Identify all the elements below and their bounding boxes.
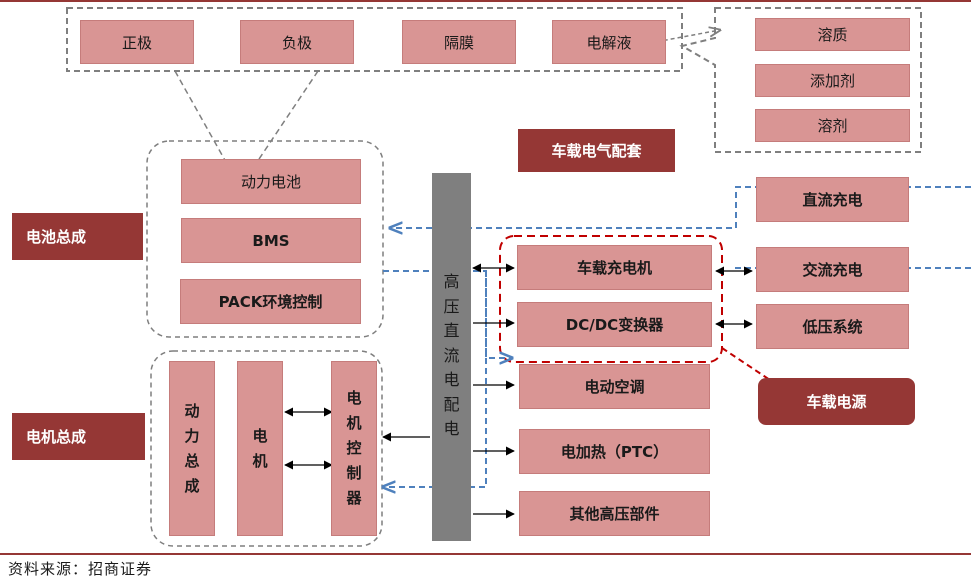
- hv-char: 电: [443, 419, 460, 438]
- pack-control-label: PACK环境控制: [218, 293, 323, 311]
- hv-char: 高: [443, 272, 460, 291]
- motor-group-outline: [150, 350, 383, 547]
- bms-label: BMS: [252, 231, 290, 250]
- bottom-rule: [0, 553, 971, 555]
- controller-char: 器: [346, 489, 362, 507]
- separator-box: 隔膜: [402, 20, 516, 64]
- battery-assembly-text: 电池总成: [26, 228, 87, 246]
- onboard-charger-label: 车载充电机: [576, 259, 652, 277]
- anode-label: 负极: [281, 33, 312, 52]
- motor-assembly-label: 电机总成: [12, 413, 145, 460]
- dcdc-box: DC/DC变换器: [517, 302, 712, 347]
- hv-distribution-text: 高 压 直 流 电 配 电: [432, 270, 471, 442]
- power-source-label: 车载电源: [758, 378, 915, 425]
- top-rule: [0, 0, 971, 2]
- ac-charging-label: 交流充电: [802, 261, 863, 279]
- power-source-pointer: [721, 347, 771, 381]
- vehicle-electrical-text: 车载电气配套: [551, 142, 642, 160]
- controller-char: 控: [346, 439, 362, 457]
- controller-char: 电: [346, 389, 362, 407]
- low-voltage-label: 低压系统: [802, 318, 863, 336]
- hv-char: 配: [443, 394, 460, 414]
- electrolyte-to-components-connector: [649, 30, 720, 44]
- powertrain-char: 动: [184, 401, 200, 420]
- anode-box: 负极: [240, 20, 354, 64]
- other-hv-label: 其他高压部件: [569, 505, 660, 523]
- power-source-text: 车载电源: [806, 393, 867, 411]
- dcdc-label: DC/DC变换器: [565, 316, 664, 334]
- controller-char: 制: [346, 464, 362, 482]
- battery-assembly-label: 电池总成: [12, 213, 143, 260]
- power-battery-box: 动力电池: [181, 159, 361, 204]
- controller-char: 机: [346, 414, 362, 432]
- pack-control-box: PACK环境控制: [180, 279, 361, 324]
- bms-box: BMS: [181, 218, 361, 263]
- solvent-label: 溶剂: [817, 117, 848, 135]
- motor-char: 电: [252, 426, 268, 445]
- vehicle-electrical-label: 车载电气配套: [518, 129, 675, 172]
- power-source-group-outline: [499, 235, 723, 363]
- materials-to-battery-connector-right: [244, 70, 319, 181]
- powertrain-char: 力: [184, 426, 200, 445]
- hv-distribution-bar: [432, 173, 471, 541]
- hv-to-charger-flow: [485, 271, 512, 358]
- dc-charging-box: 直流充电: [756, 177, 909, 222]
- powertrain-char: 总: [184, 451, 200, 470]
- ac-box: 电动空调: [519, 364, 710, 409]
- ac-charging-box: 交流充电: [756, 247, 909, 292]
- ptc-box: 电加热（PTC）: [519, 429, 710, 474]
- cathode-box: 正极: [80, 20, 194, 64]
- hv-char: 压: [443, 296, 460, 316]
- additive-box: 添加剂: [755, 64, 910, 97]
- electrolyte-box: 电解液: [552, 20, 666, 64]
- materials-group-outline: [66, 7, 683, 72]
- low-voltage-box: 低压系统: [756, 304, 909, 349]
- solute-box: 溶质: [755, 18, 910, 51]
- powertrain-char: 成: [184, 476, 200, 495]
- solute-label: 溶质: [817, 26, 848, 44]
- powertrain-box: 动 力 总 成: [169, 361, 215, 536]
- separator-label: 隔膜: [443, 33, 474, 52]
- motor-controller-box: 电 机 控 制 器: [331, 361, 377, 536]
- dc-charging-flow: [390, 186, 971, 228]
- ptc-label: 电加热（PTC）: [560, 443, 669, 461]
- power-battery-label: 动力电池: [240, 173, 301, 191]
- hv-char: 流: [443, 345, 460, 365]
- onboard-charger-box: 车载充电机: [517, 245, 712, 290]
- battery-group-outline: [146, 140, 384, 338]
- source-note: 资料来源：招商证券: [8, 560, 153, 578]
- motor-char: 机: [252, 451, 268, 470]
- hv-char: 电: [443, 370, 460, 389]
- hv-char: 直: [443, 321, 460, 340]
- solvent-box: 溶剂: [755, 109, 910, 142]
- ac-label: 电动空调: [584, 378, 645, 396]
- motor-assembly-text: 电机总成: [26, 428, 87, 446]
- electrolyte-label: 电解液: [586, 33, 632, 52]
- dc-charging-label: 直流充电: [802, 191, 863, 209]
- motor-box: 电 机: [237, 361, 283, 536]
- cathode-label: 正极: [121, 33, 152, 52]
- components-group-outline: [679, 7, 922, 153]
- additive-label: 添加剂: [809, 72, 855, 90]
- other-hv-box: 其他高压部件: [519, 491, 710, 536]
